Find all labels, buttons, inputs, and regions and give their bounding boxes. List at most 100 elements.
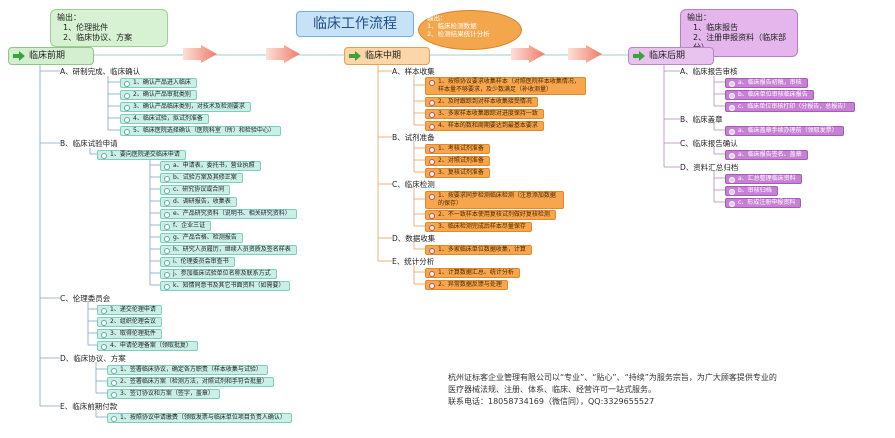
callout-line: 1、伦理批件 xyxy=(63,23,109,32)
bullet-icon xyxy=(164,164,170,170)
phase-label: 临床后期 xyxy=(649,51,686,61)
bullet-icon xyxy=(124,117,130,123)
mid-b-item: 1、考核试剂准备 xyxy=(425,144,490,154)
early-b-item: c、研究协议或合同 xyxy=(160,185,231,195)
callout-line: 1、临床报告 xyxy=(693,23,739,32)
company-info: 杭州证标客企业管理有限公司以“专业”、“贴心”、“持续”为服务宗旨，为广大顾客提… xyxy=(448,372,777,408)
mid-section-d: D、数据收集 xyxy=(392,234,436,243)
mid-section-b: B、试剂准备 xyxy=(392,133,435,142)
late-section-a: A、临床报告审核 xyxy=(680,67,738,76)
early-b-item: f、企业三证 xyxy=(160,221,212,231)
bullet-icon xyxy=(101,332,107,338)
mid-e-item: 1、计算数据汇总、统计分析 xyxy=(425,268,520,278)
bullet-icon xyxy=(124,129,130,135)
page-title: 临床工作流程 xyxy=(296,11,414,37)
early-b-item: g、产品合格、检测报告 xyxy=(160,233,243,243)
flow-arrow-icon xyxy=(568,45,602,63)
bullet-icon xyxy=(101,344,107,350)
contact-info: 联系电话：18058734169（微信同），QQ:3329655527 xyxy=(448,397,655,406)
mid-e-item: 2、异常数据反馈与处理 xyxy=(425,280,508,290)
early-a-item: 4、临床试验，拟试剂准备 xyxy=(120,114,209,124)
flow-arrow-icon xyxy=(183,45,217,63)
bullet-icon xyxy=(111,392,117,398)
mid-section-a: A、样本收集 xyxy=(392,67,435,76)
bullet-icon xyxy=(429,80,435,86)
late-c-item: a、临床报告签名、盖章 xyxy=(725,150,808,160)
bullet-icon xyxy=(729,81,735,87)
early-section-a: A、研制完成、临床确认 xyxy=(60,67,141,76)
flow-arrow-icon xyxy=(511,45,545,63)
early-c-item: 2、组织伦理会议 xyxy=(97,317,162,327)
callout-line: 输出： xyxy=(57,13,81,22)
early-b-item: h、研究人员履历，继续人员资质及签名样表 xyxy=(160,245,297,255)
bullet-icon xyxy=(429,171,435,177)
mid-section-e: E、统计分析 xyxy=(392,257,435,266)
early-e-item: 1、按照协议申请缴费（领取发票与临床单位项目负责人确认） xyxy=(107,413,292,423)
bullet-icon xyxy=(124,93,130,99)
bullet-icon xyxy=(111,416,117,422)
callout-line: 2、检测结果统计分析 xyxy=(427,30,490,38)
bullet-icon xyxy=(164,188,170,194)
early-b-item: d、调研报告，收集表 xyxy=(160,197,237,207)
early-c-item: 4、申请伦理备案（领取批复） xyxy=(97,341,198,351)
bullet-icon xyxy=(164,272,170,278)
early-d-item: 2、签署临床方案（检测方法，对照试剂和手符合批量） xyxy=(107,377,274,387)
bullet-icon xyxy=(101,153,107,159)
early-d-item: 1、签署临床协议，确定各方职责（样本收集与试验） xyxy=(107,365,268,375)
late-b-item: a、临床盖章手续办理前（领取发票） xyxy=(725,126,844,136)
late-section-d: D、资料汇总归档 xyxy=(680,163,739,172)
bullet-icon xyxy=(429,271,435,277)
bullet-icon xyxy=(124,81,130,87)
bullet-icon xyxy=(164,176,170,182)
bullet-icon xyxy=(429,100,435,106)
mid-a-item: 4、样本的数和周期要达到最基本要求 xyxy=(425,121,544,131)
early-b-item: i、伦理委员会审查书 xyxy=(160,257,235,267)
flow-arrow-icon xyxy=(266,45,300,63)
mid-c-item: 2、不一致样本使用复核试剂做好复核检测 xyxy=(425,210,556,220)
early-a-item: 3、确认产品临床类别，对技术及检测要求 xyxy=(120,102,251,112)
mid-a-item: 3、多家样本收集跟踪对进度保持一致 xyxy=(425,109,544,119)
late-a-item: b、临床单位审核临床报告 xyxy=(725,90,814,100)
bullet-icon xyxy=(429,225,435,231)
bullet-icon xyxy=(101,320,107,326)
callout-line: 输出： xyxy=(687,13,711,22)
bullet-icon xyxy=(729,129,735,135)
bullet-icon xyxy=(429,213,435,219)
early-a-item: 5、临床医院选择确认（医院科室（所）和检验中心） xyxy=(120,126,281,136)
bullet-icon xyxy=(164,248,170,254)
mid-c-item: 1、按要求同步检测临床检测（注意添加数据的保存） xyxy=(425,191,564,209)
arrow-right-icon xyxy=(633,51,645,61)
mid-b-item: 3、复核试剂准备 xyxy=(425,168,490,178)
bullet-icon xyxy=(429,194,435,200)
mid-a-item: 2、及时跟踪到对样本收集接受情况 xyxy=(425,97,538,107)
early-section-c: C、伦理委员会 xyxy=(60,294,111,303)
bullet-icon xyxy=(111,368,117,374)
mid-a-item: 1、按照协议要求收集样本（对照医院样本收集情况，样本量不够要求，及少数满足（补收… xyxy=(425,77,586,95)
phase-early: 临床前期 xyxy=(8,47,94,65)
late-a-item: c、临床单位审核打印（分报告，总报告） xyxy=(725,102,856,112)
mid-d-item: 1、多家临床单位数据收集，计算 xyxy=(425,245,532,255)
late-d-item: a、汇总整理临床资料 xyxy=(725,174,802,184)
phase-mid: 临床中期 xyxy=(344,47,430,65)
early-b-item: e、产品研究资料（说明书、相关研究资料） xyxy=(160,209,297,219)
late-d-item: b、审核归档 xyxy=(725,186,778,196)
phase-label: 临床中期 xyxy=(365,51,402,61)
late-a-item: a、临床报告初稿，审核 xyxy=(725,78,808,88)
bullet-icon xyxy=(729,105,735,111)
bullet-icon xyxy=(429,124,435,130)
early-a-item: 1、确认产品进入临床 xyxy=(120,78,197,88)
arrow-right-icon xyxy=(349,51,361,61)
early-b-item: b、试验方案及其修正案 xyxy=(160,173,243,183)
bullet-icon xyxy=(164,212,170,218)
early-section-b: B、临床试验申请 xyxy=(60,139,118,148)
bullet-icon xyxy=(164,224,170,230)
bullet-icon xyxy=(729,201,735,207)
bullet-icon xyxy=(111,380,117,386)
bullet-icon xyxy=(429,283,435,289)
bullet-icon xyxy=(729,189,735,195)
phase-late: 临床后期 xyxy=(628,47,714,65)
early-section-e: E、临床前期付款 xyxy=(60,402,118,411)
mid-c-item: 3、临床检测完成后样本尽量保存 xyxy=(425,222,532,232)
late-d-item: c、形成注册申报资料 xyxy=(725,198,802,208)
